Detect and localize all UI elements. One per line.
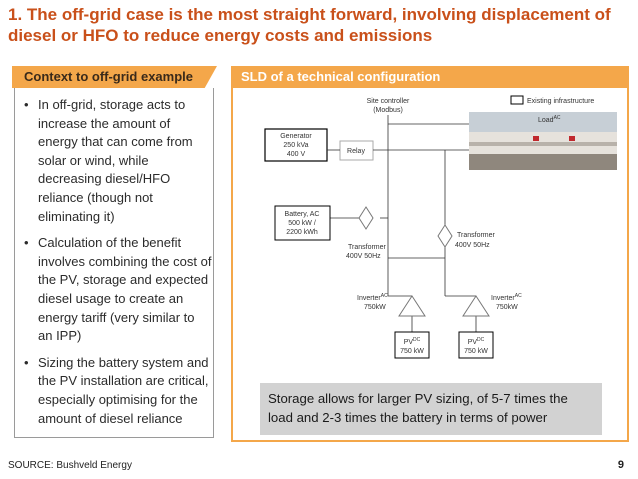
generator-voltage: 400 V [287, 151, 306, 158]
bullet-item: • In off-grid, storage acts to increase … [24, 96, 212, 226]
bullet-text: In off-grid, storage acts to increase th… [38, 97, 193, 224]
relay-label: Relay [347, 148, 365, 155]
battery-energy: 2200 kWh [286, 229, 318, 236]
bullet-dot: • [24, 97, 29, 112]
source-footnote: SOURCE: Bushveld Energy [8, 460, 132, 471]
bullet-dot: • [24, 235, 29, 251]
pv-right-box [458, 331, 494, 359]
inverter-right-symbol [462, 295, 490, 317]
transformer-left-rating: 400V 50Hz [346, 253, 381, 260]
pv-left-label: PVDC [404, 337, 421, 346]
relay-box [339, 140, 374, 161]
pv-left-box [394, 331, 430, 359]
battery-power: 500 kW / [288, 220, 316, 227]
context-bullets: • In off-grid, storage acts to increase … [24, 96, 212, 436]
legend-swatch [510, 95, 524, 105]
pv-right-label: PVDC [468, 337, 485, 346]
battery-box [274, 205, 331, 241]
site-controller-protocol: (Modbus) [373, 107, 403, 114]
context-panel [14, 88, 214, 438]
slide-title: 1. The off-grid case is the most straigh… [8, 5, 611, 45]
inverter-right-rating: 750kW [496, 304, 518, 311]
storage-note: Storage allows for larger PV sizing, of … [260, 383, 602, 435]
bullet-item: • Calculation of the benefit involves co… [24, 234, 212, 346]
transformer-right-rating: 400V 50Hz [455, 242, 490, 249]
legend-label: Existing infrastructure [527, 98, 594, 105]
site-controller-label: Site controller [367, 98, 410, 105]
battery-label: Battery, AC [285, 211, 320, 218]
transformer-right-symbol [437, 224, 453, 248]
load-label: LoadAC [538, 115, 561, 124]
generator-label: Generator [280, 133, 312, 140]
generator-rating: 250 kVa [283, 142, 308, 149]
sld-diagram: Existing infrastructure Site controller … [264, 95, 617, 359]
generator-box [264, 128, 328, 162]
inverter-left-symbol [398, 295, 426, 317]
bullet-item: • Sizing the battery system and the PV i… [24, 354, 212, 428]
pv-right-rating: 750 kW [464, 348, 488, 355]
transformer-right-label: Transformer [457, 232, 496, 239]
bullet-text: Sizing the battery system and the PV ins… [38, 354, 209, 426]
context-header: Context to off-grid example [12, 66, 217, 88]
page-number: 9 [617, 459, 624, 471]
load-building-photo [469, 112, 617, 170]
inverter-left-label: InverterAC [357, 293, 388, 302]
pv-left-rating: 750 kW [400, 348, 424, 355]
bullet-text: Calculation of the benefit involves comb… [38, 235, 212, 344]
bullet-dot: • [24, 354, 29, 370]
transformer-left-symbol [358, 206, 374, 230]
inverter-right-label: InverterAC [491, 293, 522, 302]
inverter-left-rating: 750kW [364, 304, 386, 311]
transformer-left-label: Transformer [348, 244, 387, 251]
sld-header: SLD of a technical configuration [231, 66, 629, 88]
